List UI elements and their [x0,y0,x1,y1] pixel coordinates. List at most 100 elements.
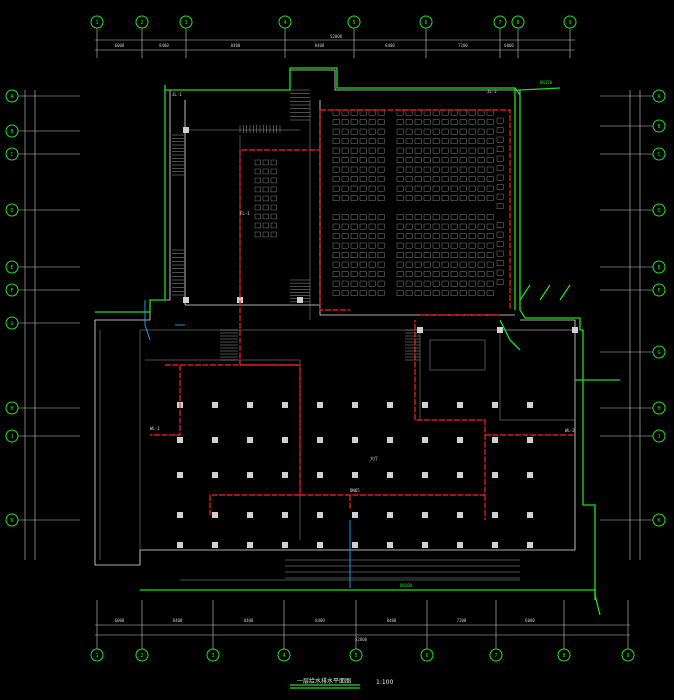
axis-right-bubble [652,513,666,527]
seat [270,177,277,184]
axis-left-F: F [5,283,80,297]
seat [432,233,440,239]
seat [405,119,413,125]
axis-bottom-label: 5 [354,653,357,659]
axis-left-label: A [10,94,13,100]
seat [441,271,449,277]
seat [405,176,413,182]
column [177,472,183,478]
seat [350,147,358,154]
axis-bottom-2: 2 [135,600,149,662]
pipe-label-5: FL-1 [240,211,250,216]
seat [414,176,422,182]
axis-right-label: J [657,434,660,440]
seat [459,157,467,163]
seat [414,261,422,268]
axis-left-bubble [5,316,19,330]
seat [432,223,440,230]
axis-right-D: D [600,203,666,217]
column [457,512,463,518]
column [497,327,503,333]
axis-top-2: 2 [135,15,149,58]
axis-right-J: J [600,429,666,443]
seat [405,271,413,277]
seat [377,109,385,116]
seat [486,119,494,125]
axis-top-bubble [278,15,292,29]
seat [396,109,404,116]
seat [396,195,404,201]
seat [262,168,269,175]
dimension-bottom-overall: 52800 [355,637,368,642]
seat [341,157,349,163]
seat [468,109,476,116]
axis-left-D: D [5,203,80,217]
seat [459,271,467,277]
axis-right-A: A [600,89,666,103]
seat [441,128,449,135]
seat [477,119,485,125]
seat [450,195,458,201]
seat [477,252,485,258]
seat [450,290,458,296]
seat [450,252,458,258]
pipe-label-4: WL-2 [565,428,575,433]
axis-bottom-7: 7 [489,600,503,662]
seat [396,261,404,268]
axis-bottom-bubble [489,648,503,662]
seat [459,166,467,173]
seat [270,231,277,238]
dimension-bottom-segment: 7200 [457,618,467,623]
dimension-bottom-segment: 8400 [244,618,254,623]
axis-top-bubble [135,15,149,29]
column [247,437,253,443]
seat [341,119,349,125]
seat [377,176,385,182]
axis-bottom-label: 3 [211,653,214,659]
seat [359,261,367,268]
seat [414,290,422,296]
column [422,437,428,443]
seat [477,242,485,249]
seat [332,185,340,192]
axis-top-bubble [493,15,507,29]
seat [341,261,349,268]
axis-right-H: H [600,401,666,415]
seat [368,280,376,287]
axis-left-H: H [5,401,80,415]
seat [477,233,485,239]
seat [405,223,413,230]
column [492,542,498,548]
seat [414,214,422,220]
dimension-bottom-segment: 6000 [525,618,535,623]
seat [450,157,458,163]
seat [459,261,467,268]
seat [450,128,458,135]
seat [486,290,494,296]
pipe-label-8: DN65 [350,488,360,493]
seat [423,280,431,287]
column [212,402,218,408]
column [387,472,393,478]
column [297,297,303,303]
seat [414,147,422,154]
seat [459,242,467,249]
column [183,127,189,133]
seat [350,166,358,173]
seat [332,109,340,116]
seat [468,233,476,239]
drawing-title: 一层给水排水平面图 [297,677,351,685]
axis-top-8: 8 [511,15,525,58]
axis-left-label: F [10,288,13,294]
column [422,402,428,408]
seat [468,261,476,268]
seat [441,166,449,173]
seat [423,261,431,268]
seat [432,166,440,173]
axis-right-bubble [652,283,666,297]
seat [254,213,261,220]
seat [377,290,385,296]
seat [359,214,367,220]
